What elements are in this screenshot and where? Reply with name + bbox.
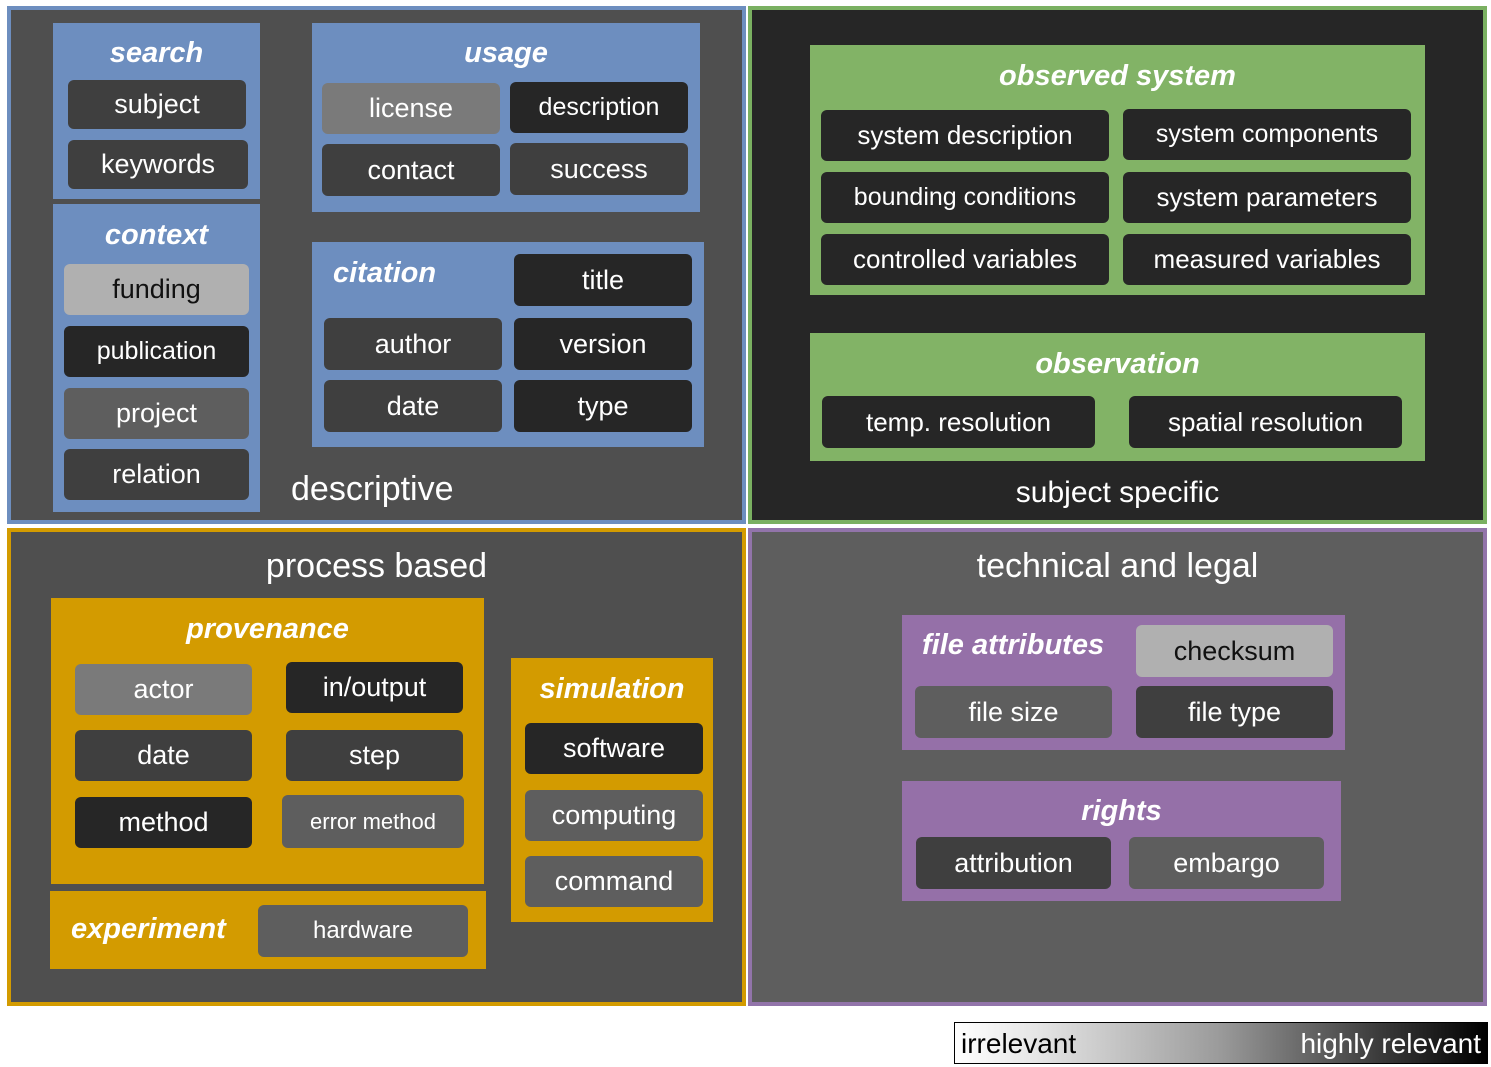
item-file-type: file type	[1136, 686, 1333, 738]
group-title: file attributes	[922, 629, 1105, 661]
item-funding: funding	[64, 264, 249, 315]
item-contact: contact	[322, 144, 500, 196]
item-success: success	[510, 143, 688, 195]
group-title: citation	[333, 257, 437, 289]
item-date: date	[75, 730, 252, 781]
group-provenance: provenance actor in/output date step met…	[51, 598, 484, 884]
group-title: context	[104, 219, 209, 251]
item-file-size: file size	[915, 686, 1112, 738]
group-usage: usage license description contact succes…	[312, 23, 700, 212]
item-system-components: system components	[1123, 109, 1411, 160]
item-keywords: keywords	[68, 140, 248, 189]
item-author: author	[324, 318, 502, 370]
group-title: experiment	[71, 913, 226, 945]
item-checksum: checksum	[1136, 625, 1333, 677]
group-search: search subject keywords	[53, 23, 260, 199]
quadrant-title: process based	[265, 547, 488, 585]
item-in-output: in/output	[286, 662, 463, 713]
item-attribution: attribution	[916, 837, 1111, 889]
group-title: rights	[1081, 795, 1162, 827]
item-error-method: error method	[282, 795, 464, 848]
group-simulation: simulation software computing command	[511, 658, 713, 922]
group-experiment: experiment hardware	[50, 891, 486, 969]
item-project: project	[64, 388, 249, 439]
legend-high-label: highly relevant	[1300, 1028, 1481, 1059]
item-system-parameters: system parameters	[1123, 172, 1411, 223]
item-embargo: embargo	[1129, 837, 1324, 889]
quadrant-title: subject specific	[1015, 476, 1220, 509]
group-title: observation	[1035, 348, 1200, 380]
group-title: usage	[464, 37, 548, 69]
group-file-attributes: file attributes checksum file size file …	[902, 615, 1345, 750]
item-temp-resolution: temp. resolution	[822, 396, 1095, 448]
item-bounding-conditions: bounding conditions	[821, 172, 1109, 223]
legend-low-label: irrelevant	[961, 1028, 1077, 1059]
group-title: observed system	[999, 60, 1236, 92]
quadrant-technical-legal: technical and legal	[748, 528, 1487, 1006]
item-version: version	[514, 318, 692, 370]
item-controlled-variables: controlled variables	[821, 234, 1109, 285]
item-title: title	[514, 254, 692, 306]
item-hardware: hardware	[258, 905, 468, 957]
group-rights: rights attribution embargo	[902, 781, 1341, 901]
item-license: license	[322, 83, 500, 134]
quadrant-title: technical and legal	[976, 547, 1259, 585]
item-software: software	[525, 723, 703, 774]
item-date: date	[324, 380, 502, 432]
item-relation: relation	[64, 449, 249, 500]
item-measured-variables: measured variables	[1123, 234, 1411, 285]
item-actor: actor	[75, 664, 252, 715]
item-subject: subject	[68, 80, 246, 129]
item-computing: computing	[525, 790, 703, 841]
group-citation: citation title author version date type	[312, 242, 704, 447]
item-method: method	[75, 797, 252, 848]
group-observed-system: observed system system description syste…	[810, 45, 1425, 295]
item-step: step	[286, 730, 463, 781]
group-title: simulation	[539, 673, 685, 705]
item-system-description: system description	[821, 110, 1109, 161]
group-title: search	[109, 37, 204, 69]
relevance-legend: irrelevant highly relevant	[954, 1022, 1488, 1064]
group-title: provenance	[186, 613, 349, 645]
quadrant-title: descriptive	[291, 470, 454, 508]
item-type: type	[514, 380, 692, 432]
item-description: description	[510, 82, 688, 133]
item-command: command	[525, 856, 703, 907]
item-publication: publication	[64, 326, 249, 377]
group-observation: observation temp. resolution spatial res…	[810, 333, 1425, 461]
item-spatial-resolution: spatial resolution	[1129, 396, 1402, 448]
group-context: context funding publication project rela…	[53, 204, 260, 512]
